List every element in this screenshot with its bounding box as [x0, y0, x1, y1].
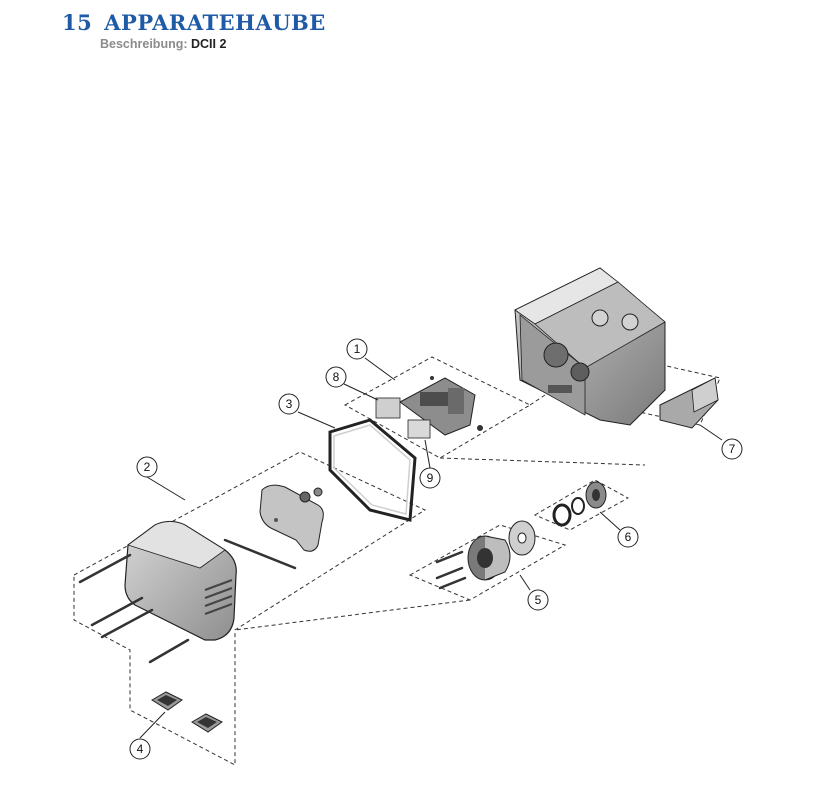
callout-3: 3: [278, 393, 300, 415]
callout-9-label: 9: [427, 471, 434, 485]
callout-6: 6: [617, 526, 639, 548]
screws: [78, 538, 467, 664]
callout-6-label: 6: [625, 530, 632, 544]
membrane-plate: [259, 484, 324, 552]
connector-line: [529, 394, 546, 406]
control-board: [375, 376, 483, 439]
subtitle-label: Beschreibung:: [100, 37, 188, 51]
section-title: APPARATEHAUBE: [104, 10, 326, 35]
subtitle: Beschreibung: DCII 2: [100, 37, 326, 51]
callout-8-label: 8: [333, 370, 340, 384]
subtitle-value: DCII 2: [191, 37, 227, 51]
callout-1-label: 1: [354, 342, 361, 356]
callout-8: 8: [325, 366, 347, 388]
gasket-part: [328, 418, 417, 522]
callout-4-label: 4: [137, 742, 144, 756]
connector-line: [234, 599, 471, 631]
callout-4: 4: [129, 738, 151, 760]
group-6-outline: [533, 479, 630, 531]
callout-5: 5: [527, 589, 549, 611]
page-header: 15 APPARATEHAUBE Beschreibung: DCII 2: [62, 10, 326, 51]
callout-1: 1: [346, 338, 368, 360]
group-2-outline: [73, 451, 427, 766]
motor-parts: [467, 520, 536, 581]
callout-7: 7: [721, 438, 743, 460]
caps-part: [151, 691, 223, 733]
gear-parts: [552, 481, 607, 527]
bracket-part: [659, 377, 719, 429]
callout-3-label: 3: [286, 397, 293, 411]
callout-5-label: 5: [535, 593, 542, 607]
callout-7-label: 7: [729, 442, 736, 456]
leader-lines: [139, 357, 723, 739]
connector-line: [439, 457, 646, 466]
callout-2-label: 2: [144, 460, 151, 474]
valve-body: [514, 267, 666, 426]
front-cover: [124, 520, 237, 641]
group-5-outline: [408, 524, 567, 601]
title-row: 15 APPARATEHAUBE: [62, 10, 326, 35]
group-1-outline: [343, 356, 532, 459]
callout-2: 2: [136, 456, 158, 478]
section-number: 15: [62, 10, 93, 35]
callout-9: 9: [419, 467, 441, 489]
